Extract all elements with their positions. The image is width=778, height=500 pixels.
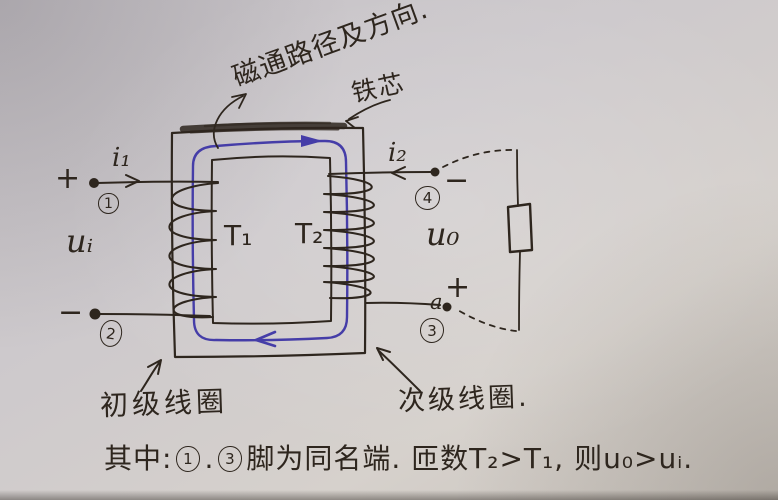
dashed-wire-top: [442, 149, 517, 168]
flux-loop: [191, 139, 349, 342]
terminal-1-badge: 1: [98, 193, 119, 214]
core-window-rect: [210, 155, 333, 325]
current-i1-arrow-icon: [125, 174, 140, 188]
primary-label-leader: [140, 362, 160, 392]
transformer-core: [170, 121, 367, 359]
flux-label-arrow-icon: [231, 93, 247, 109]
output-wire-bottom: [365, 301, 441, 306]
core-top-scribble: [179, 122, 348, 133]
plus-input-sign: +: [55, 161, 81, 196]
terminal-4-badge: 4: [415, 186, 440, 210]
terminal-dot-3: [442, 302, 452, 312]
note-prefix: 其中:: [104, 442, 173, 475]
winding-t2-label: T₂: [295, 217, 324, 250]
core-top-scribble-3: [203, 121, 332, 128]
plus-output-sign: +: [445, 270, 471, 305]
note-separator: .: [204, 442, 215, 475]
output-wires: [328, 166, 452, 312]
note-terminal-1-badge: 1: [176, 446, 201, 473]
minus-output-sign: −: [444, 163, 470, 198]
secondary-coil-label: 次级线圈.: [397, 381, 531, 418]
secondary-label-arrow-icon: [376, 347, 391, 361]
terminal-dot-1: [89, 178, 99, 188]
photo-bottom-shadow: [0, 490, 778, 500]
core-top-scribble-2: [189, 127, 340, 134]
load-wire-top: [516, 149, 519, 207]
flux-arrow-right-icon: [301, 135, 323, 147]
bottom-note: 其中: 1 . 3 脚为同名端. 匝数T₂>T₁, 则u₀>uᵢ.: [104, 442, 694, 475]
secondary-label-leader: [378, 350, 421, 392]
input-wire-top: [96, 180, 219, 184]
flux-path: [191, 135, 349, 348]
winding-t1-label: T₁: [224, 219, 253, 252]
terminal-3-badge: 3: [420, 318, 444, 343]
primary-winding: [168, 181, 220, 319]
output-wire-top: [328, 171, 433, 175]
note-terminal-3-badge: 3: [218, 446, 243, 473]
secondary-winding: [322, 174, 375, 300]
voltage-input-label: uᵢ: [66, 222, 94, 260]
primary-label-arrow-icon: [147, 359, 162, 375]
iron-core-arrow-icon: [345, 116, 359, 129]
current-i2-arrow-icon: [391, 166, 406, 180]
load-resistor: [442, 149, 534, 332]
input-wire-bottom: [97, 313, 211, 317]
minus-input-sign: −: [58, 295, 84, 330]
voltage-output-label: u₀: [426, 215, 460, 253]
load-wire-bottom: [518, 251, 521, 331]
flux-label-leader: [213, 95, 244, 149]
primary-coil-label: 初级线圈: [99, 384, 229, 423]
flux-arrow-left-icon: [254, 330, 277, 348]
input-wires: [89, 174, 219, 320]
terminal-a-label: a: [430, 290, 443, 314]
iron-core-leader: [348, 99, 391, 120]
resistor-box: [506, 202, 534, 254]
terminal-dot-4: [430, 167, 440, 177]
terminal-dot-2: [89, 308, 101, 320]
current-i2-label: i₂: [388, 138, 407, 168]
leader-arrows: [140, 93, 421, 392]
current-i1-label: i₁: [112, 143, 131, 173]
dashed-wire-bottom: [455, 308, 517, 332]
note-suffix: 脚为同名端. 匝数T₂>T₁, 则u₀>uᵢ.: [246, 442, 694, 475]
